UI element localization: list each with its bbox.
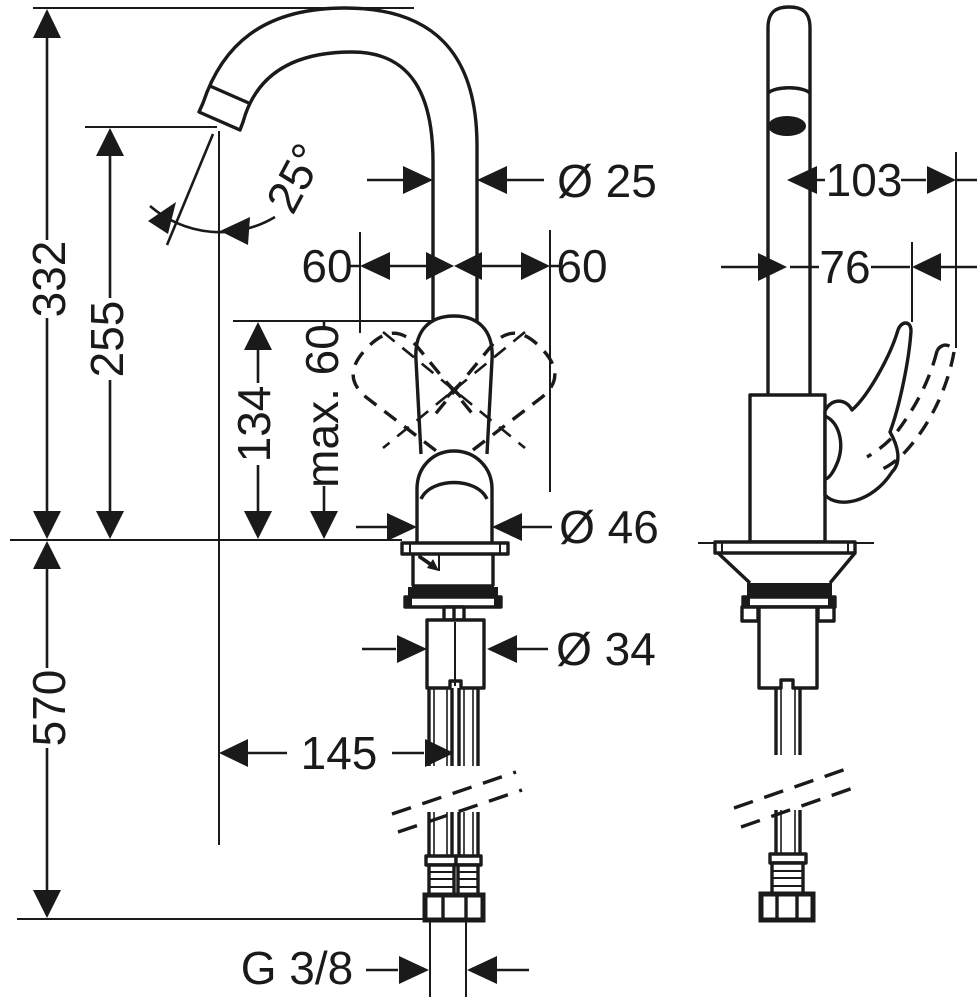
side-handle — [823, 321, 913, 504]
dim-shank-diameter: Ø 34 — [362, 623, 656, 675]
dim-label-60-right: 60 — [556, 240, 607, 292]
base-dome — [415, 449, 494, 542]
handle-swivel-right — [434, 331, 557, 453]
dim-below-deck: 570 — [23, 541, 75, 918]
side-handle-raised — [877, 351, 956, 473]
base-dome-seam — [419, 480, 489, 500]
side-handle-boss-seam — [824, 414, 843, 481]
break-symbol — [740, 785, 857, 829]
dim-body-height: 134 — [228, 322, 280, 539]
arrowhead — [148, 202, 176, 234]
side-cone — [716, 551, 857, 585]
dim-label-d25: Ø 25 — [557, 155, 657, 207]
dim-base-diameter: Ø 46 — [356, 501, 659, 553]
arrowhead-down — [33, 890, 61, 918]
dim-label-g38: G 3/8 — [241, 942, 354, 994]
dim-spout-reach: 145 — [219, 727, 454, 779]
side-handle-raised — [866, 350, 939, 459]
dim-label-134: 134 — [228, 386, 280, 463]
arrowhead-up — [244, 322, 272, 350]
dim-label-103: 103 — [826, 154, 903, 206]
arrowhead-down — [96, 511, 124, 539]
arrowhead — [220, 217, 250, 245]
flow-mark-arrowhead — [427, 559, 439, 571]
dim-depth-overall: 103 — [787, 154, 977, 206]
supply-hoses — [427, 688, 480, 856]
spout-outlet-opening — [768, 116, 806, 136]
dimension-annotations: 332 570 255 134 max. 60 — [23, 9, 977, 994]
break-symbol — [733, 766, 850, 810]
dim-label-570: 570 — [23, 670, 75, 747]
dim-label-25deg: 25° — [256, 135, 335, 221]
dim-depth-handle: 76 — [721, 241, 977, 293]
side-flange — [713, 540, 857, 555]
handle-swivel-left — [351, 331, 474, 453]
side-shank — [757, 605, 819, 690]
side-view-faucet — [713, 5, 956, 923]
dim-handle-max: max. 60 — [296, 322, 348, 539]
dim-swivel-60-left: 60 — [301, 240, 454, 292]
arrowhead-down — [244, 511, 272, 539]
dim-label-145: 145 — [301, 727, 378, 779]
connection-nut — [758, 891, 816, 923]
dim-spout-height: 255 — [81, 128, 133, 539]
dim-swivel-60-right: 60 — [454, 240, 608, 292]
dim-label-d46: Ø 46 — [559, 501, 659, 553]
arrowhead-up — [33, 9, 61, 38]
arrowhead-up — [33, 541, 61, 569]
dim-label-d34: Ø 34 — [556, 623, 656, 675]
side-tab — [816, 605, 836, 623]
dim-label-max60: max. 60 — [296, 324, 348, 488]
swivel-axis-a — [382, 330, 526, 450]
handle-front — [414, 314, 494, 455]
arrowhead-down — [33, 511, 61, 539]
dim-label-60-left: 60 — [301, 240, 352, 292]
dim-label-255: 255 — [81, 301, 133, 378]
dim-supply-thread: G 3/8 — [241, 942, 529, 994]
seal-ring — [408, 587, 498, 597]
dim-spout-angle: 25° — [148, 133, 335, 246]
spout-outline — [197, 6, 479, 322]
break-symbol — [397, 788, 523, 834]
dim-label-332: 332 — [23, 241, 75, 318]
break-symbol — [391, 770, 517, 816]
arrowhead-up — [96, 128, 124, 156]
side-tab — [740, 605, 760, 623]
dim-spout-diameter: Ø 25 — [367, 155, 657, 207]
base-flange — [400, 541, 510, 556]
side-pipe — [766, 5, 812, 395]
arrowhead-down — [310, 511, 338, 539]
side-collar-arc — [766, 86, 812, 95]
dim-label-76: 76 — [819, 241, 870, 293]
center-cross — [445, 381, 463, 399]
aerator-collar-line — [209, 84, 252, 106]
angle-leader-line — [165, 133, 215, 246]
handle-swivel-envelope — [351, 330, 557, 453]
side-body — [748, 393, 827, 544]
front-view-faucet — [197, 6, 523, 923]
connection-nuts — [422, 892, 486, 923]
swivel-axis-b — [382, 330, 526, 450]
side-seal-ring — [747, 583, 832, 597]
dim-total-height: 332 — [23, 9, 75, 539]
side-handle-raised — [935, 343, 956, 353]
